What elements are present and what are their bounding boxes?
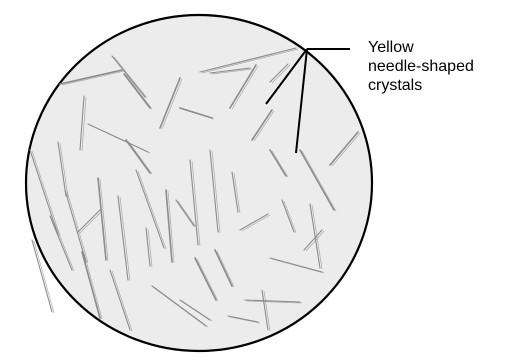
annotation-line-3: crystals xyxy=(368,76,422,95)
annotation-line-2: needle-shaped xyxy=(368,57,474,76)
annotation-line-1: Yellow xyxy=(368,38,414,57)
